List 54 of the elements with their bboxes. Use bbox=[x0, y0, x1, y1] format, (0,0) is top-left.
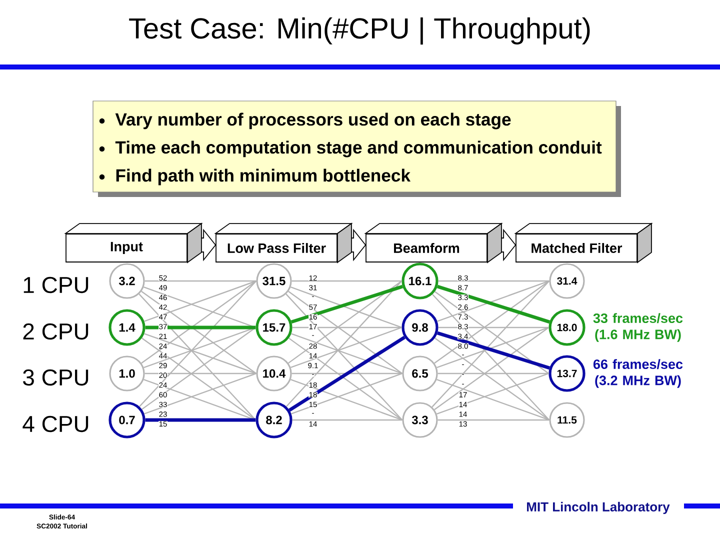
connector-line bbox=[436, 378, 550, 421]
connector-line bbox=[139, 280, 257, 407]
connector-line bbox=[291, 372, 402, 414]
connector-line bbox=[144, 333, 256, 374]
connector-line bbox=[141, 280, 257, 364]
connector-line bbox=[141, 290, 257, 374]
rate-note: 66 frames/sec (3.2 MHz BW) bbox=[593, 359, 683, 388]
block-arrow bbox=[201, 228, 216, 262]
row-label: 3 CPU bbox=[23, 369, 88, 386]
connector-line bbox=[436, 372, 549, 414]
connector-line bbox=[432, 294, 550, 420]
connector-line bbox=[144, 372, 256, 374]
connector-line bbox=[432, 280, 550, 408]
row-label: 1 CPU bbox=[24, 276, 88, 294]
connector-line bbox=[292, 372, 402, 374]
connector-line bbox=[438, 372, 549, 374]
connector-line bbox=[434, 327, 550, 410]
bullet-text: Time each computation stage and communication conduit bbox=[115, 140, 602, 158]
connector-line bbox=[434, 338, 550, 420]
block-arrow bbox=[501, 228, 516, 262]
connector-line bbox=[292, 280, 402, 282]
connector-line bbox=[286, 280, 402, 407]
connector-line bbox=[434, 291, 550, 374]
row-label: 2 CPU bbox=[23, 323, 88, 340]
block-arrow bbox=[351, 228, 366, 262]
connector-line bbox=[144, 280, 256, 282]
connector-line bbox=[142, 338, 256, 420]
connector-line bbox=[290, 379, 402, 421]
connector-line bbox=[434, 280, 550, 364]
connector-line bbox=[145, 418, 256, 422]
note-panel bbox=[92, 100, 621, 197]
connector-line bbox=[438, 326, 549, 328]
connector-line bbox=[144, 372, 256, 414]
row-label: 4 CPU bbox=[22, 416, 88, 432]
connector-line bbox=[144, 280, 256, 322]
connector-line bbox=[291, 333, 402, 374]
connector-line bbox=[138, 294, 256, 420]
connector-line bbox=[292, 419, 402, 421]
rate-note: 33 frames/sec (1.6 MHz BW) bbox=[593, 313, 683, 342]
connector-line bbox=[292, 326, 402, 328]
connector-line bbox=[438, 419, 550, 421]
bullet-text: Find path with minimum bottleneck bbox=[116, 168, 411, 186]
connector-line bbox=[286, 294, 403, 420]
title: Test Case: Min(#CPU | Throughput) bbox=[129, 17, 590, 45]
bullet-text: Vary number of processors used on each stage bbox=[115, 112, 511, 130]
connector-line bbox=[145, 326, 256, 330]
connector-line bbox=[144, 378, 256, 421]
connector-line bbox=[290, 326, 402, 368]
footer-text: MIT Lincoln Laboratory bbox=[527, 502, 670, 514]
connector-line bbox=[144, 286, 256, 328]
connector-line bbox=[438, 280, 550, 282]
connector-line bbox=[288, 290, 403, 374]
connector-line bbox=[288, 280, 402, 364]
connector-line bbox=[142, 327, 256, 410]
